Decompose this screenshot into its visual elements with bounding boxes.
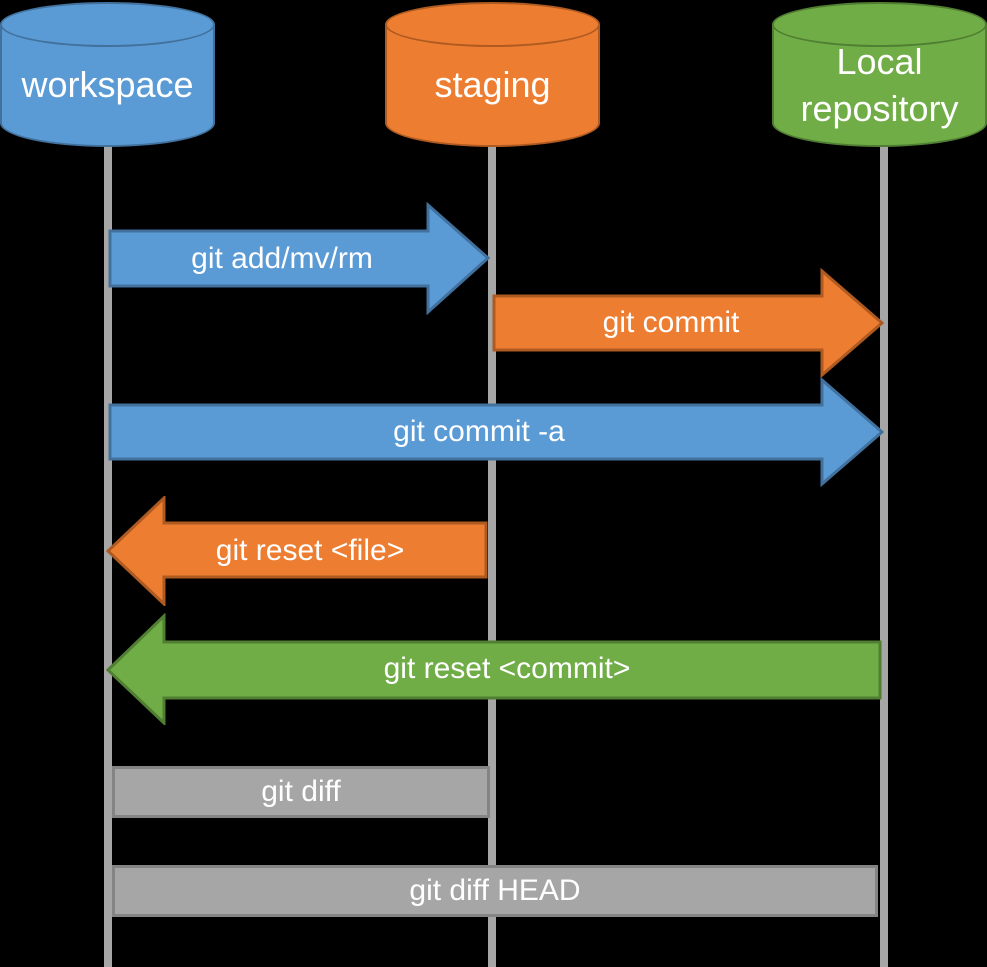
span-label: git diff HEAD bbox=[409, 874, 581, 907]
arrow-git-commit-a: git commit -a bbox=[108, 377, 884, 487]
workspace-lifeline bbox=[104, 118, 112, 967]
span-git-diff-head: git diff HEAD bbox=[112, 865, 878, 917]
local-repository-cylinder: Local repository bbox=[772, 2, 987, 147]
right-arrow-shape bbox=[492, 268, 884, 378]
workspace-cylinder: workspace bbox=[0, 2, 215, 147]
arrow-label: git add/mv/rm bbox=[191, 241, 373, 275]
span-label: git diff bbox=[261, 775, 341, 808]
cylinder-top-ellipse bbox=[772, 2, 987, 47]
arrow-git-add-mv-rm: git add/mv/rm bbox=[108, 202, 490, 315]
arrow-git-reset-commit: git reset <commit> bbox=[106, 613, 882, 725]
arrow-git-reset-file: git reset <file> bbox=[106, 496, 488, 606]
staging-cylinder: staging bbox=[385, 2, 600, 147]
span-git-diff: git diff bbox=[112, 766, 490, 818]
arrow-label: git reset <commit> bbox=[383, 652, 631, 685]
cylinder-top-ellipse bbox=[385, 2, 600, 47]
arrow-label: git commit -a bbox=[393, 415, 565, 448]
arrow-label: git reset <file> bbox=[215, 534, 405, 567]
right-arrow-shape bbox=[108, 202, 490, 315]
staging-label: staging bbox=[434, 64, 551, 106]
staging-lifeline bbox=[488, 118, 496, 967]
left-arrow-shape bbox=[106, 496, 488, 606]
local-repository-label: Local repository bbox=[800, 40, 959, 129]
local-repository-lifeline bbox=[880, 118, 888, 967]
cylinder-top-ellipse bbox=[0, 2, 215, 47]
workspace-label: workspace bbox=[21, 64, 194, 106]
arrow-label: git commit bbox=[602, 306, 740, 339]
arrow-git-commit: git commit bbox=[492, 268, 884, 378]
left-arrow-shape bbox=[106, 613, 882, 725]
right-arrow-shape bbox=[108, 377, 884, 487]
